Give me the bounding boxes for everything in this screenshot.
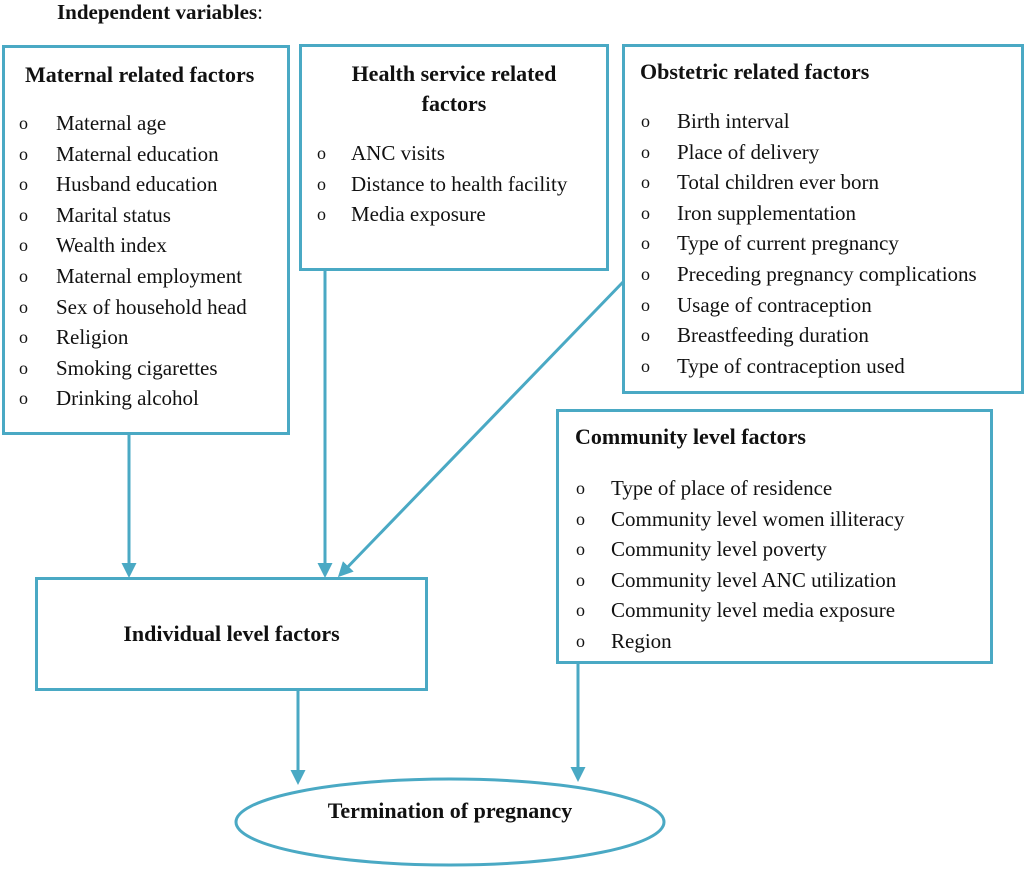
community-factors-title: Community level factors	[575, 424, 806, 449]
bullet-icon: o	[641, 294, 650, 315]
bullet-icon: o	[19, 235, 28, 256]
bullet-icon: o	[641, 263, 650, 284]
bullet-icon: o	[576, 539, 585, 560]
bullet-icon: o	[19, 327, 28, 348]
bullet-icon: o	[19, 265, 28, 286]
bullet-icon: o	[317, 204, 326, 225]
health-title-line-2: factors	[421, 91, 487, 116]
bullet-icon: o	[19, 296, 28, 317]
bullet-icon: o	[19, 388, 28, 409]
bullet-icon: o	[576, 478, 585, 498]
bullet-icon: o	[19, 357, 28, 378]
bullet-icon: o	[576, 569, 585, 590]
bullet-icon: o	[641, 325, 650, 346]
diagram-heading: Independent variables:	[57, 0, 263, 25]
bullet-icon: o	[641, 355, 650, 376]
bullet-icon: o	[576, 600, 585, 621]
bullet-icon: o	[19, 143, 28, 164]
arrow-obstetric-to-individual	[337, 279, 626, 578]
bullet-icon: o	[641, 233, 650, 254]
individual-factors-box: Individual level factors	[35, 577, 428, 691]
outcome-label: Termination of pregnancy	[327, 798, 573, 823]
bullet-icon: o	[317, 143, 326, 163]
heading-colon: :	[257, 0, 263, 24]
outcome-ellipse	[234, 777, 666, 867]
individual-factors-label: Individual level factors	[123, 621, 340, 646]
bullet-icon: o	[19, 204, 28, 225]
bullet-icon: o	[641, 111, 650, 131]
bullet-icon: o	[576, 508, 585, 529]
bullet-icon: o	[641, 141, 650, 162]
bullet-icon: o	[19, 174, 28, 195]
heading-label: Independent variables	[57, 0, 258, 24]
bullet-icon: o	[317, 173, 326, 194]
obstetric-factors-title: Obstetric related factors	[640, 59, 870, 84]
bullet-icon: o	[19, 113, 28, 133]
bullet-icon: o	[641, 172, 650, 193]
health-service-factors-title: Health service related factors	[302, 59, 606, 119]
health-title-line-1: Health service related	[351, 61, 557, 86]
bullet-icon: o	[641, 202, 650, 223]
maternal-factors-title: Maternal related factors	[25, 62, 255, 87]
bullet-icon: o	[576, 630, 585, 651]
